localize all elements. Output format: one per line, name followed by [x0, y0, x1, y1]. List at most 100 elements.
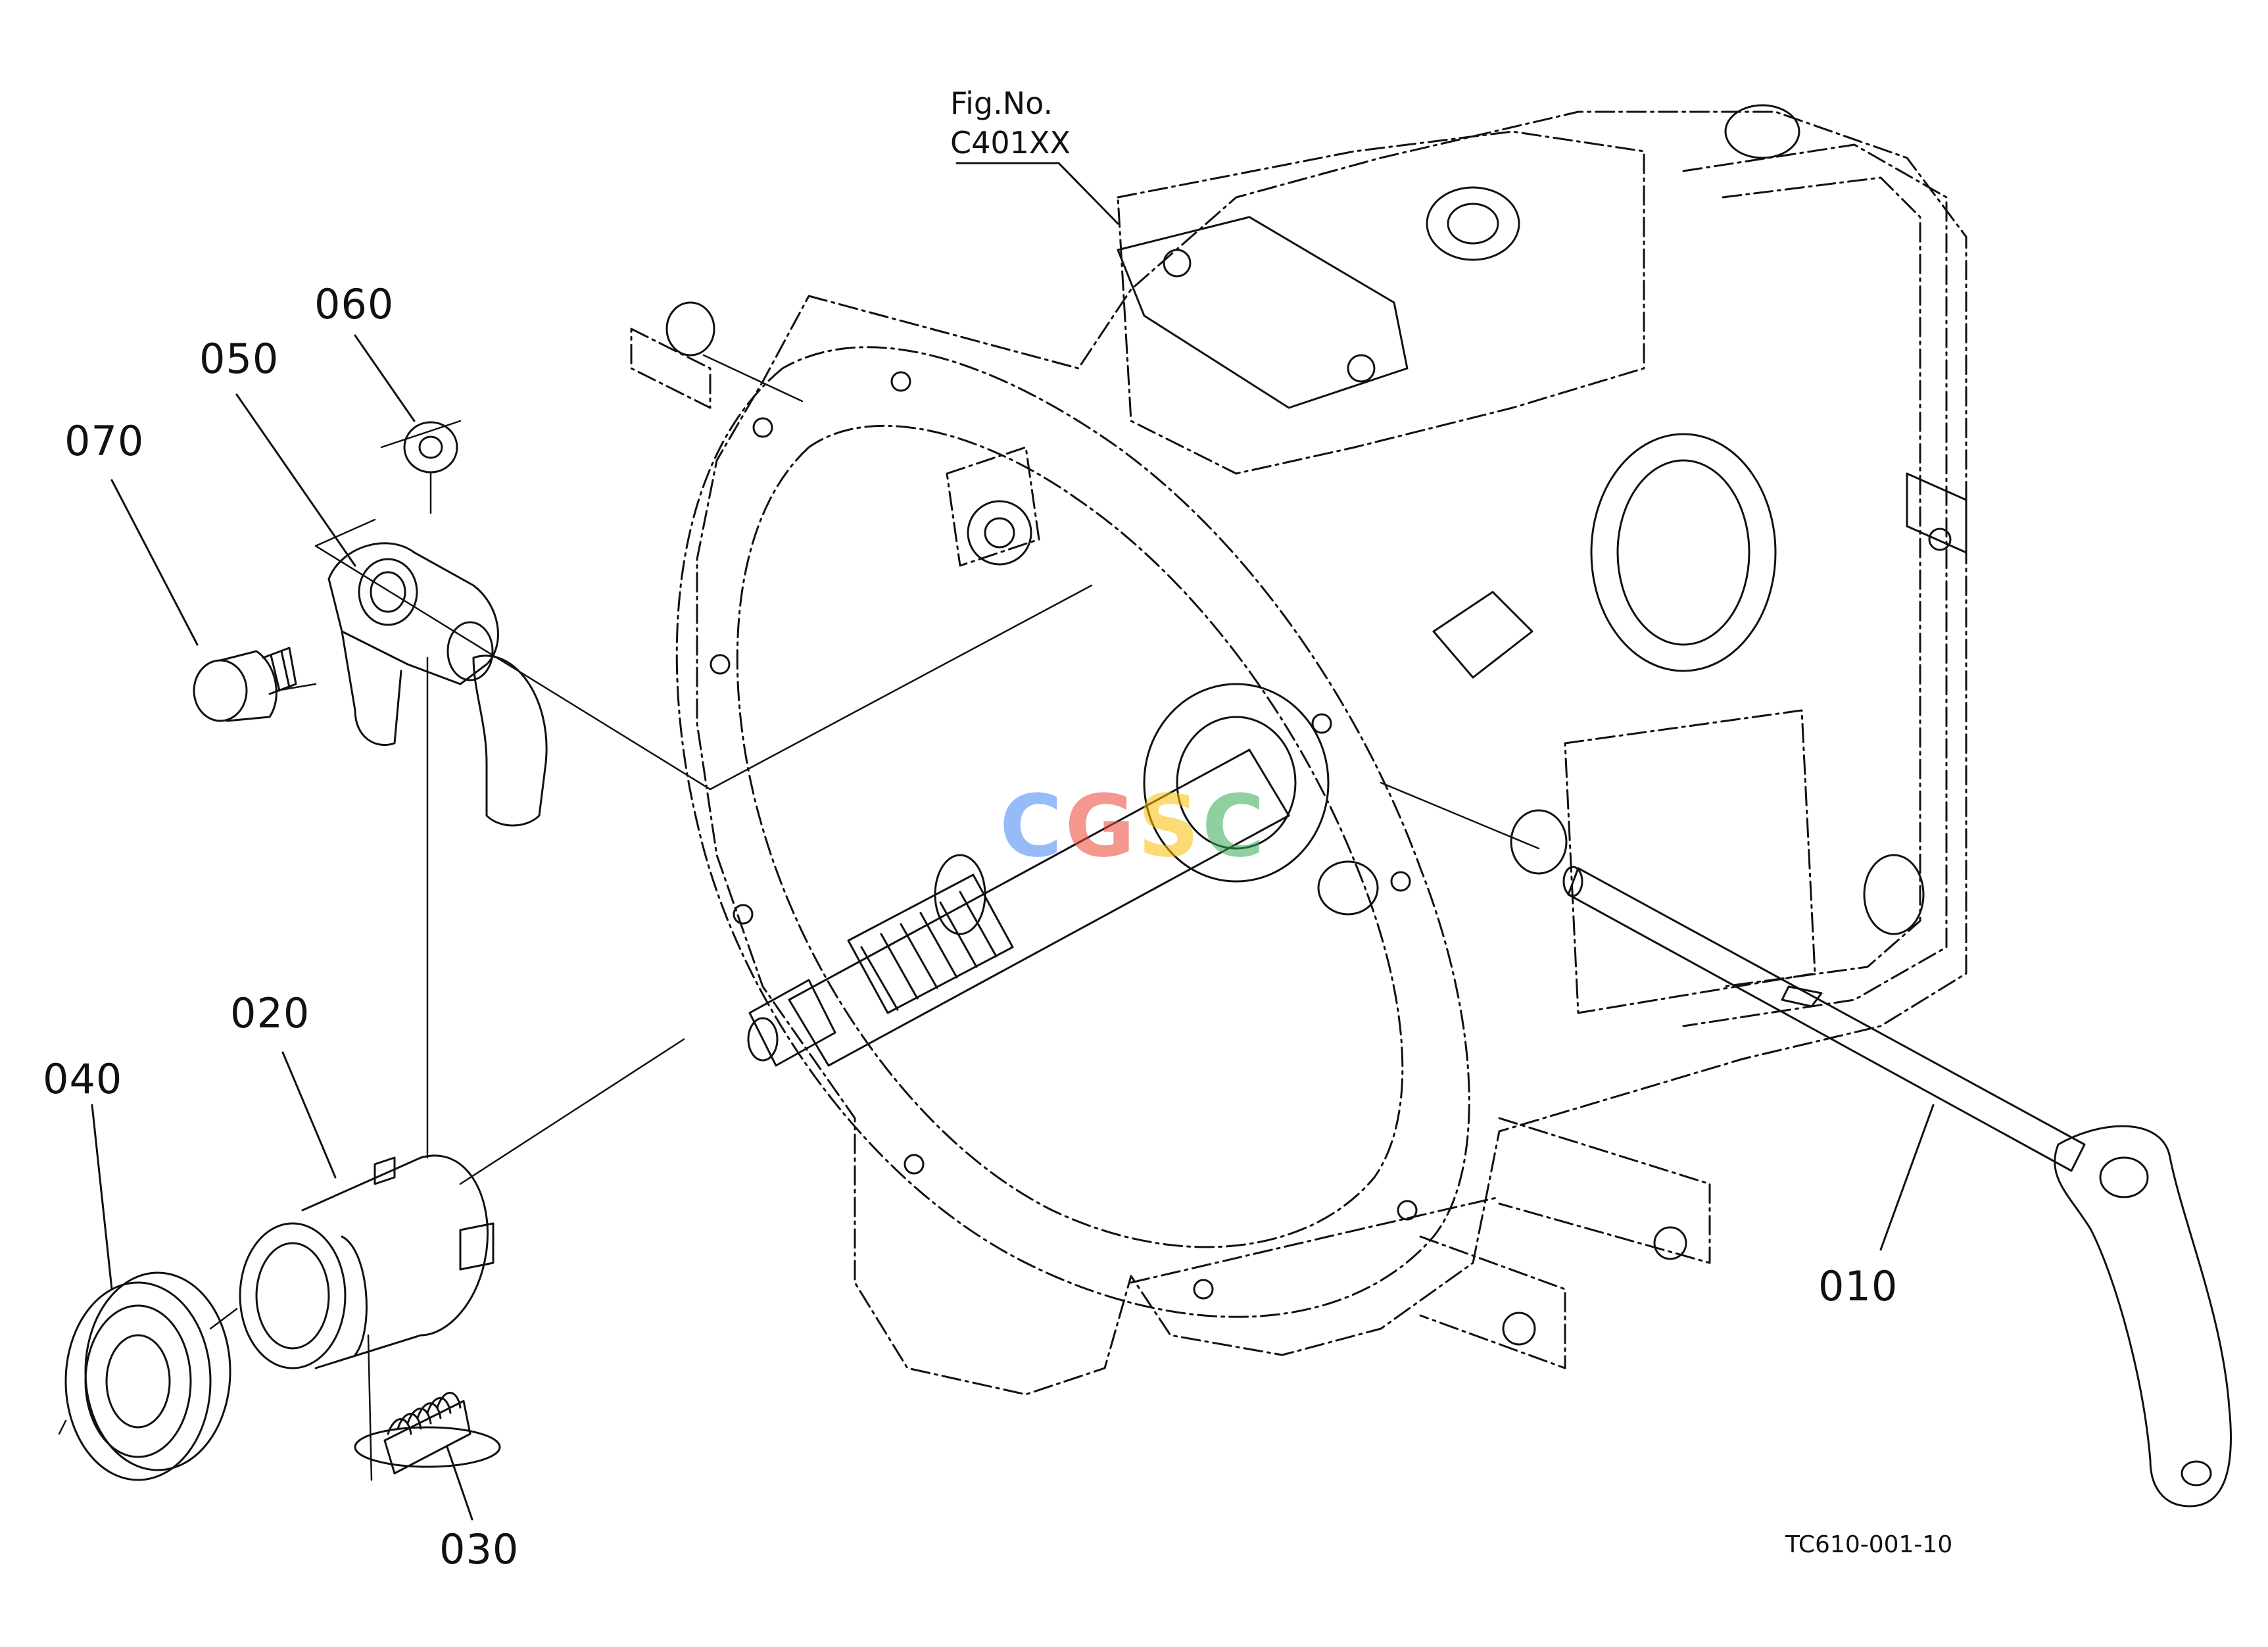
callout-020: 020 — [230, 989, 310, 1037]
seal-face — [84, 1304, 192, 1458]
collar-front — [239, 1222, 347, 1369]
leader-050 — [235, 393, 356, 567]
collar-key — [374, 1156, 396, 1185]
bearing-seat-inner — [1176, 716, 1297, 850]
part-020-shifter — [239, 1154, 495, 1369]
input-shaft — [747, 749, 1290, 1067]
housing-stub-left — [630, 328, 712, 409]
right-tab-hole — [1928, 528, 1952, 551]
spline-lines — [860, 891, 998, 1011]
spring-body — [383, 1400, 471, 1475]
housing-flange-inner — [736, 424, 1404, 1248]
figure-ref-line2: C401XX — [950, 124, 1071, 160]
rod-body — [1567, 867, 2086, 1172]
part-060-washer — [403, 421, 458, 474]
right-lower-hole — [1863, 854, 1925, 935]
part-050-shift-fork — [327, 542, 548, 827]
housing-lower-boss — [1419, 1235, 1566, 1369]
bracket-hole-1 — [1163, 249, 1192, 278]
right-tab — [1906, 472, 1967, 554]
bushing-rod — [1510, 809, 1568, 875]
housing-flange-outer — [675, 346, 1470, 1318]
housing-details — [710, 104, 1967, 1346]
callout-030: 030 — [439, 1525, 519, 1573]
side-bore-inner — [1616, 459, 1750, 646]
bushing-top — [665, 301, 715, 356]
leader-030 — [446, 1446, 473, 1521]
housing-side-window — [1564, 709, 1816, 1014]
side-bore-outer — [1590, 433, 1777, 672]
oil-port-nut — [1426, 186, 1520, 261]
collar-body — [301, 1154, 489, 1369]
fork-eye — [2099, 1156, 2149, 1198]
watermark-letter: C — [1000, 776, 1065, 876]
shaft-collar — [934, 854, 986, 935]
callout-070: 070 — [64, 417, 145, 465]
fork-hub-bore — [358, 558, 418, 626]
collar-step — [341, 1235, 368, 1356]
fork-tip-hole — [2181, 1460, 2212, 1487]
screw-head — [193, 659, 248, 722]
fork-tab — [446, 621, 494, 681]
housing-right-panel — [1682, 143, 1948, 1027]
rod-end — [1562, 866, 1583, 897]
side-pad — [1432, 591, 1533, 679]
seal-outer — [64, 1281, 212, 1481]
part-040-seal — [64, 1271, 231, 1481]
oil-port-bore — [1447, 203, 1499, 245]
leader-040 — [91, 1104, 113, 1291]
leader-fig — [955, 162, 1119, 225]
pin-right — [1317, 860, 1379, 916]
fork-arm — [2054, 1125, 2232, 1508]
collar-front-bore — [255, 1242, 330, 1350]
part-030-spring — [354, 1392, 501, 1475]
flange-hole-9 — [890, 371, 911, 392]
collar-tab — [459, 1222, 495, 1271]
bracket-hole-2 — [1347, 354, 1376, 383]
lower-boss-hole-2 — [1653, 1226, 1687, 1260]
flange-hole-8 — [1311, 713, 1332, 734]
leader-010 — [1879, 1104, 1935, 1251]
bearing-seat-outer — [1143, 683, 1330, 883]
washer-outer — [403, 421, 458, 474]
leader-060 — [354, 334, 416, 422]
part-010-shift-rod — [665, 301, 2232, 1508]
drawing-code: TC610-001-10 — [1785, 1531, 1953, 1558]
rod-notch — [1781, 985, 1823, 1008]
top-right-cap — [1724, 104, 1800, 159]
spring-coils — [387, 1392, 462, 1435]
flange-hole-6 — [1397, 1200, 1418, 1221]
callout-050: 050 — [199, 335, 279, 383]
housing-lower-ribs — [1498, 1117, 1711, 1264]
watermark-logo: CGSC — [1000, 776, 1267, 876]
lower-boss-hole-1 — [1502, 1312, 1536, 1346]
shaft-spline-section — [847, 873, 1014, 1014]
watermark-letter: C — [1201, 776, 1268, 876]
fork-arm-left — [341, 630, 402, 747]
flange-hole-3 — [733, 904, 754, 925]
housing-right-panel-inner — [1722, 176, 1921, 988]
transmission-housing — [630, 111, 1967, 1396]
leader-020 — [281, 1051, 337, 1179]
shaft-stub — [748, 979, 836, 1067]
housing-outline — [696, 111, 1967, 1396]
dowel-left — [967, 500, 1032, 566]
dowel-left-bore — [984, 517, 1015, 549]
watermark-letter: S — [1138, 776, 1202, 876]
housing-lower-rail — [1130, 1196, 1501, 1284]
flange-hole-7 — [1390, 871, 1411, 892]
leader-070 — [110, 479, 199, 646]
flange-hole-1 — [752, 417, 773, 438]
callout-060: 060 — [314, 280, 395, 328]
screw-head-side — [219, 650, 277, 722]
part-070-screw — [193, 647, 297, 722]
screw-thread — [262, 647, 297, 695]
washer-inner — [418, 435, 443, 459]
figure-reference: Fig.No. C401XX — [950, 84, 1071, 163]
fork-hub-bore-inner — [370, 571, 406, 613]
flange-hole-4 — [904, 1154, 925, 1175]
seal-bore — [105, 1334, 171, 1429]
callout-040: 040 — [43, 1055, 123, 1103]
shaft-tip — [747, 1017, 779, 1062]
